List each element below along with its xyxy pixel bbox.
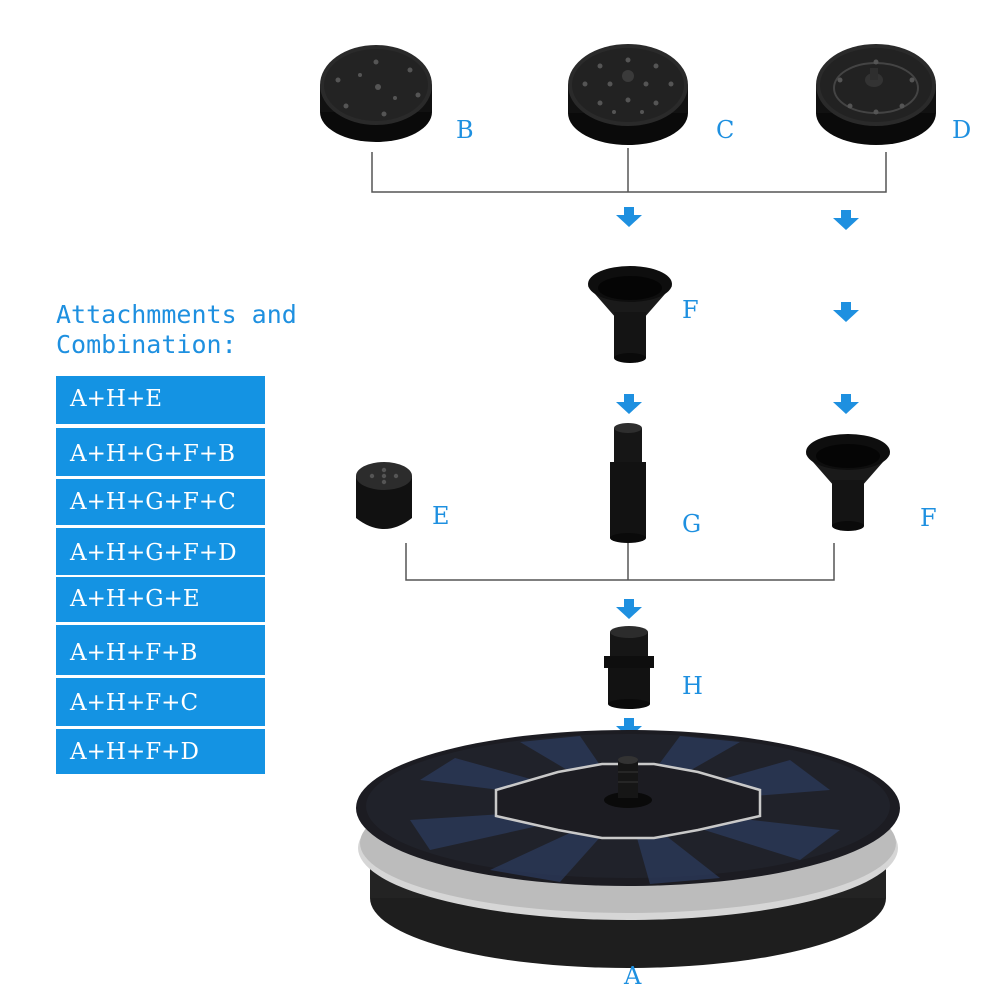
label-c: C <box>716 116 735 144</box>
combination-item: A+H+F+D <box>56 729 265 774</box>
label-h: H <box>682 672 703 700</box>
combination-item: A+H+G+F+B <box>56 428 265 476</box>
label-a: A <box>624 962 642 990</box>
heading-line-1: Attachmments and <box>56 300 297 329</box>
combination-item: A+H+F+B <box>56 625 265 675</box>
extension-tube-icon <box>610 423 646 543</box>
nozzle-e-icon <box>356 462 412 529</box>
nozzle-b-icon <box>320 45 432 142</box>
label-b: B <box>456 116 474 144</box>
nozzle-d-icon <box>816 44 936 145</box>
attachments-heading: Attachmments and Combination: <box>56 300 297 360</box>
label-g: G <box>682 510 702 538</box>
label-e: E <box>432 502 450 530</box>
combination-item: A+H+G+E <box>56 577 265 622</box>
combination-item: A+H+F+C <box>56 678 265 726</box>
arrow-down-icon <box>833 210 859 230</box>
nozzle-c-icon <box>568 44 688 145</box>
arrow-down-icon <box>616 394 642 414</box>
label-f: F <box>682 296 699 324</box>
funnel-adapter-icon <box>806 434 890 531</box>
middle-connector <box>405 542 835 581</box>
solar-panel-base-icon <box>356 730 900 968</box>
heading-line-2: Combination: <box>56 330 237 359</box>
top-connector <box>371 148 887 193</box>
label-d: D <box>952 116 972 144</box>
arrow-down-icon <box>616 207 642 227</box>
arrow-down-icon <box>616 599 642 619</box>
combination-item: A+H+G+F+C <box>56 479 265 525</box>
arrow-down-icon <box>833 394 859 414</box>
label-f: F <box>920 504 937 532</box>
combination-item: A+H+E <box>56 376 265 424</box>
arrow-down-icon <box>833 302 859 322</box>
funnel-adapter-icon <box>588 266 672 363</box>
combination-item: A+H+G+F+D <box>56 528 265 575</box>
connector-h-icon <box>604 626 654 709</box>
